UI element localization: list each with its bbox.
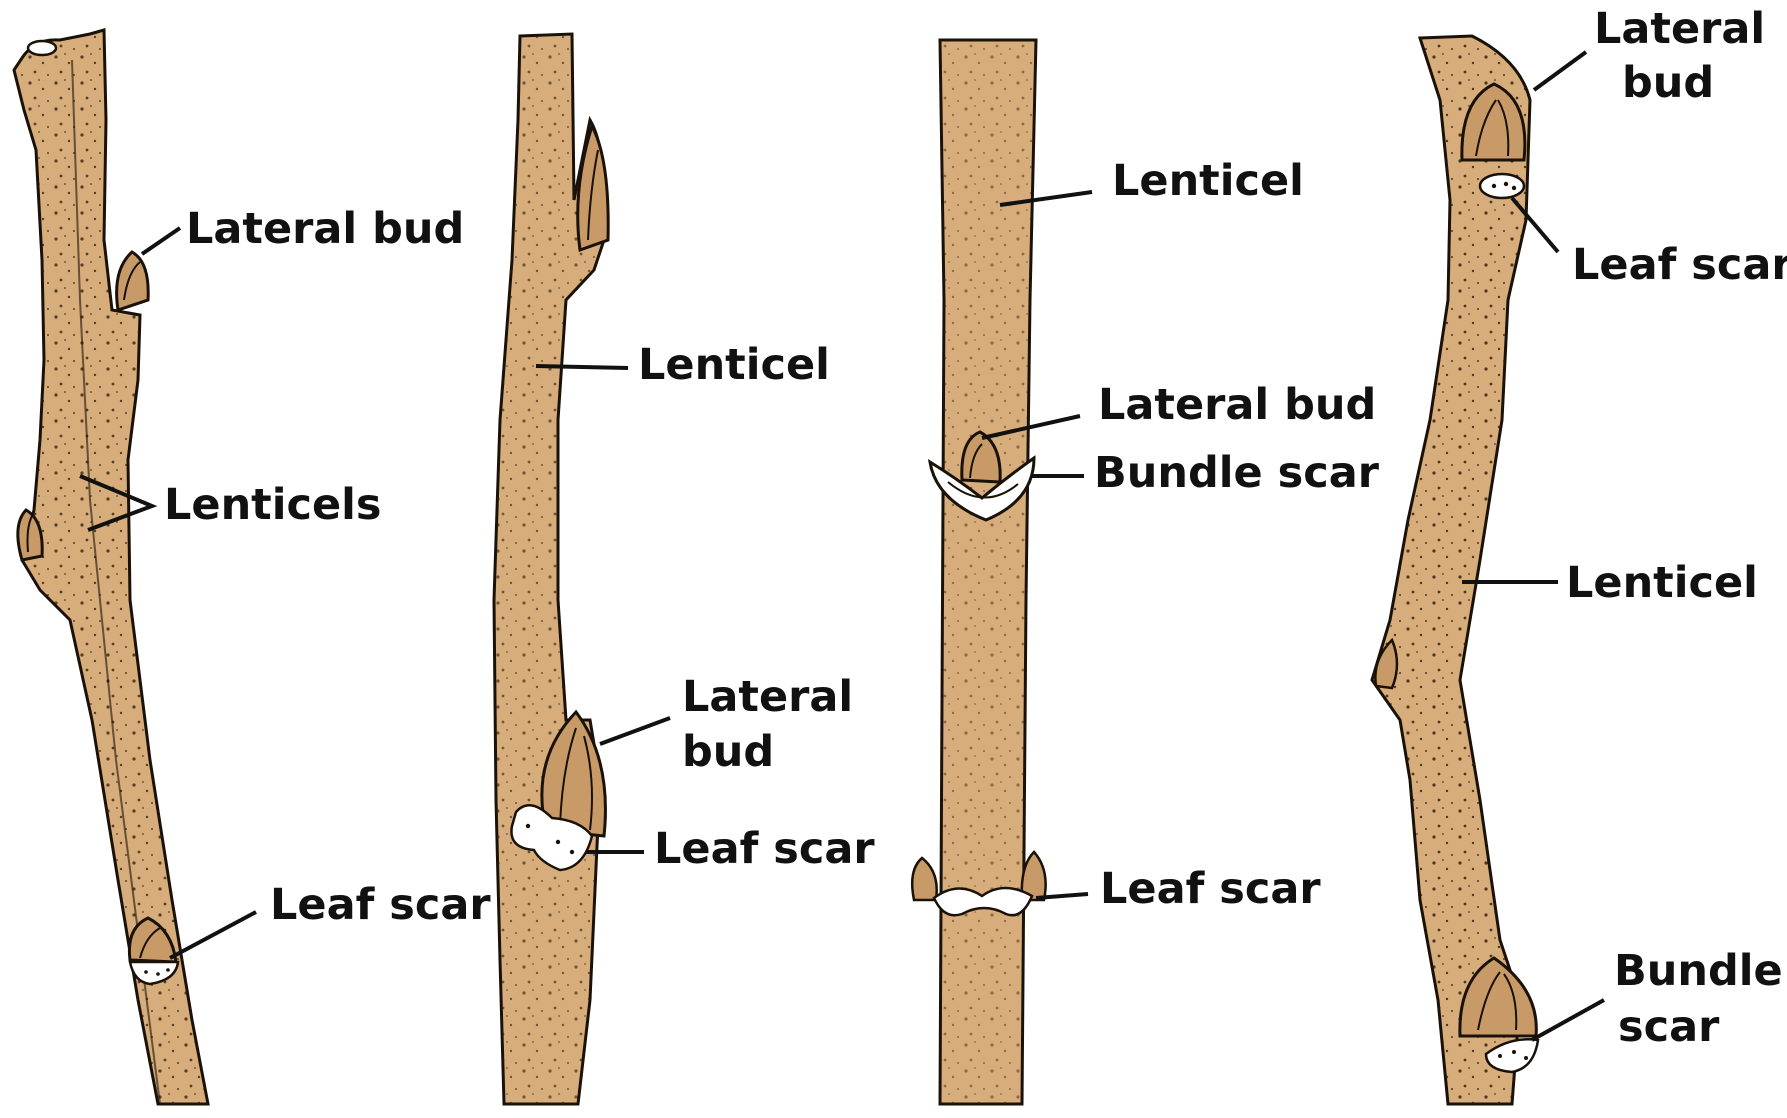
label-leaf-scar: Leaf scar xyxy=(1572,238,1787,293)
label-lenticel: Lenticel xyxy=(638,338,830,393)
label-leaf-scar: Leaf scar xyxy=(654,822,875,877)
label-lateral-bud-line2: bud xyxy=(682,725,774,780)
twig-3 xyxy=(912,40,1092,1104)
lateral-bud xyxy=(912,858,937,900)
label-bundle-scar-line2: scar xyxy=(1618,1000,1719,1055)
label-bundle-scar-line1: Bundle xyxy=(1614,944,1783,999)
label-lenticel: Lenticel xyxy=(1112,154,1304,209)
twig-2 xyxy=(494,34,670,1104)
label-bundle-scar: Bundle scar xyxy=(1094,446,1379,501)
label-lateral-bud-line1: Lateral xyxy=(682,670,853,725)
label-lenticel: Lenticel xyxy=(1566,556,1758,611)
label-lateral-bud-line1: Lateral xyxy=(1594,2,1765,57)
label-lateral-bud: Lateral bud xyxy=(186,202,464,257)
lateral-bud xyxy=(117,252,149,310)
twig-1 xyxy=(14,30,256,1104)
label-lateral-bud-line2: bud xyxy=(1622,56,1714,111)
label-lateral-bud: Lateral bud xyxy=(1098,378,1376,433)
leaf-scar xyxy=(1480,174,1524,198)
label-lenticels: Lenticels xyxy=(164,478,381,533)
terminal-scar xyxy=(28,41,56,55)
label-leaf-scar: Leaf scar xyxy=(270,878,491,933)
label-leaf-scar: Leaf scar xyxy=(1100,862,1321,917)
